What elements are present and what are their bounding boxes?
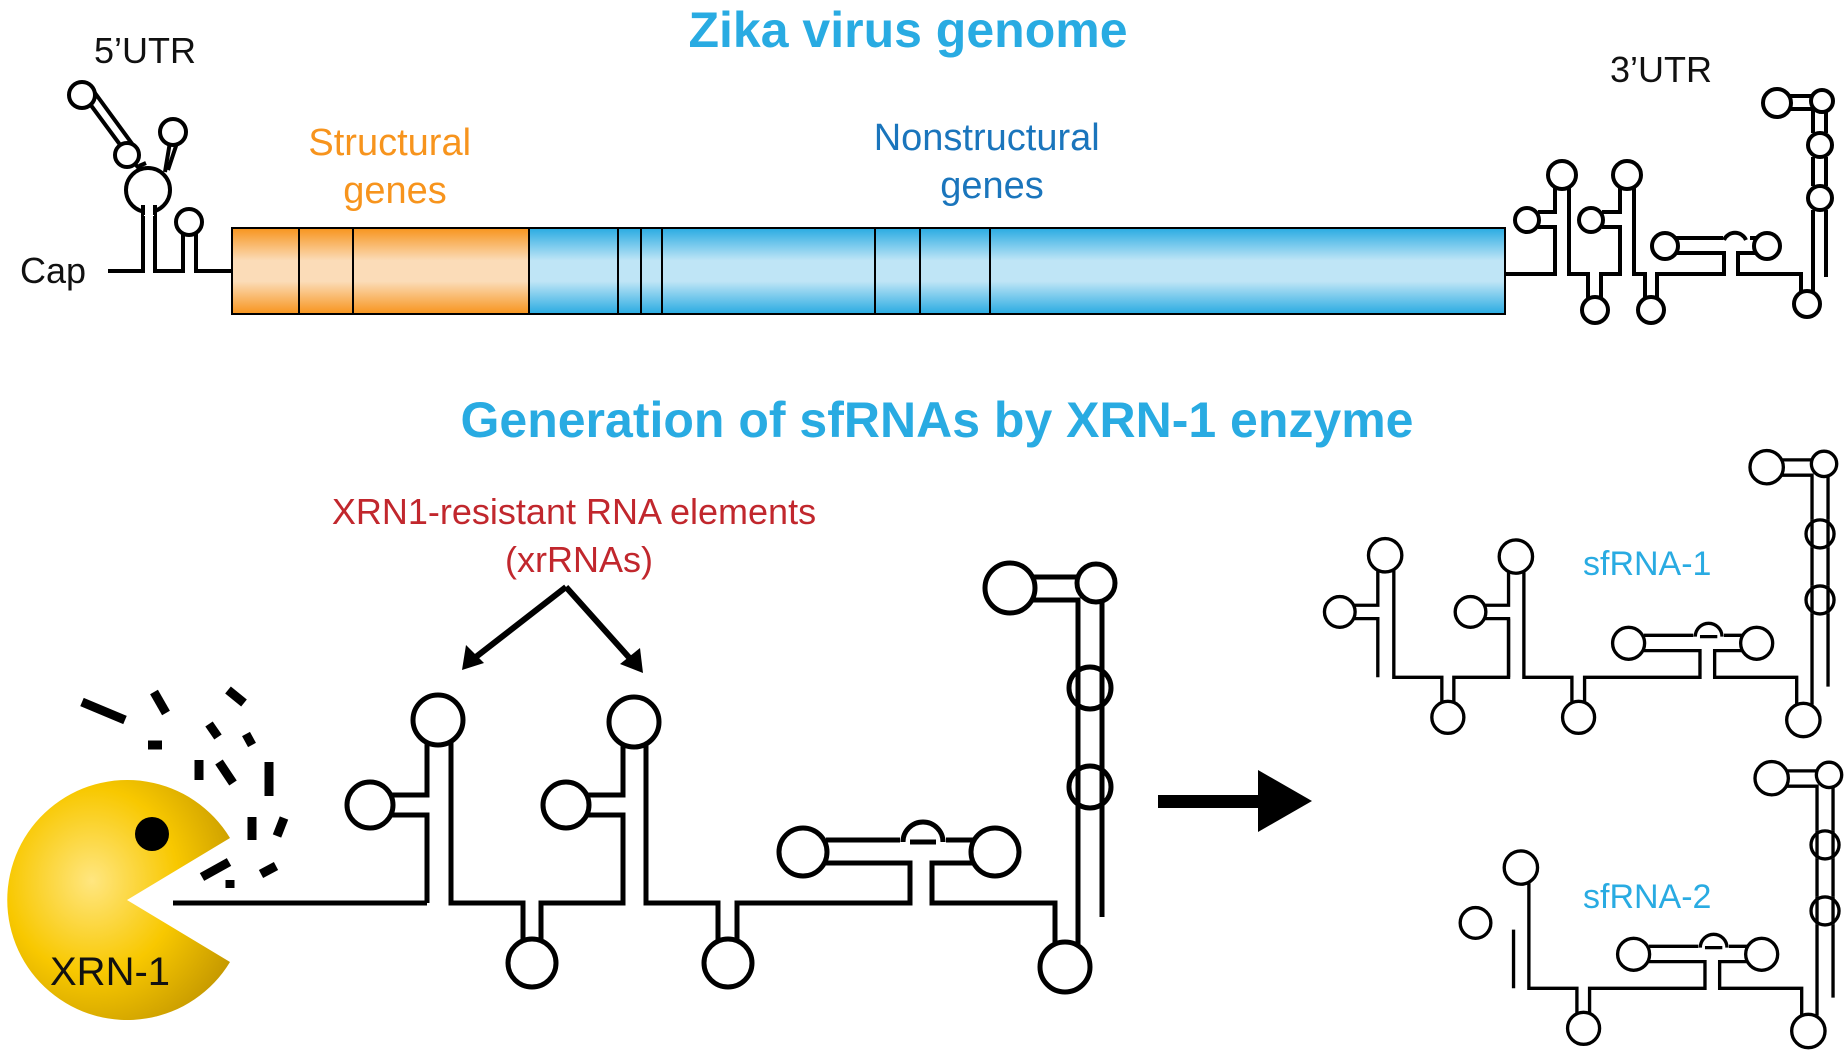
genome-bar [231, 227, 1506, 315]
xrrna-label: XRN1-resistant RNA elements (xrRNAs) [332, 491, 826, 580]
genome-title: Zika virus genome [688, 2, 1127, 58]
utr3-label: 3’UTR [1610, 49, 1712, 90]
xrn1-body [7, 780, 230, 1021]
xrrna-label-line1: XRN1-resistant RNA elements [332, 491, 816, 532]
structural-genes-line2: genes [343, 170, 447, 212]
sfrna-1-label: sfRNA-1 [1583, 545, 1711, 583]
degraded-rna-fragments [80, 686, 289, 888]
arrowhead-left [462, 645, 484, 670]
xrrna-1-structure [347, 695, 623, 987]
xrrna-pointer-arrows [462, 584, 643, 673]
xrn1-label: XRN-1 [50, 950, 170, 994]
arrowhead-right [620, 648, 643, 673]
utr5-structure [67, 80, 232, 273]
process-arrow [1158, 770, 1312, 832]
structural-genes-label: Structural genes [308, 122, 481, 212]
utr5-label: 5’UTR [94, 30, 196, 71]
cap-label: Cap [20, 250, 86, 291]
xrn1-enzyme: XRN-1 [7, 780, 230, 1021]
nonstructural-genes-label: Nonstructural genes [874, 117, 1111, 207]
structural-genes-region [231, 227, 530, 315]
utr3-structure [1505, 87, 1835, 325]
xrrna-label-line2: (xrRNAs) [505, 539, 653, 580]
viral-rna-3utr [173, 563, 1115, 992]
xrrna-2-and-downstream-structure [543, 563, 1115, 992]
nonstructural-genes-region [528, 227, 1506, 315]
sfrna-generation-title: Generation of sfRNAs by XRN-1 enzyme [461, 392, 1414, 448]
nonstructural-genes-line2: genes [940, 165, 1044, 207]
sfrna-2-label: sfRNA-2 [1583, 878, 1711, 916]
sfrna-1-product [1322, 448, 1839, 739]
structural-genes-line1: Structural [308, 122, 471, 164]
xrn1-eye [135, 817, 169, 851]
nonstructural-genes-line1: Nonstructural [874, 117, 1100, 159]
